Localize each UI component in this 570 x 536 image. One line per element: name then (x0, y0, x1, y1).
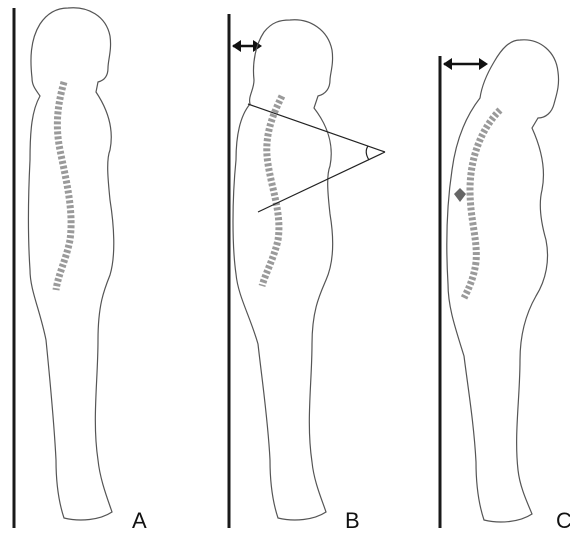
panel-b (229, 14, 385, 528)
spine-a (56, 82, 71, 290)
arrowhead-left-b (232, 40, 241, 52)
spine-c (464, 110, 500, 298)
kyphosis-line-lower-b (258, 152, 385, 212)
panel-label-a: A (132, 510, 147, 532)
arrowhead-right-c (479, 58, 488, 70)
panel-c (440, 40, 559, 528)
panel-label-b: B (345, 510, 360, 532)
body-outline-a (29, 8, 114, 520)
panel-a (14, 8, 114, 528)
body-outline-b (233, 20, 333, 520)
panel-label-c: C (556, 510, 570, 532)
apex-marker-c (454, 188, 466, 202)
spine-b (262, 96, 282, 286)
arrowhead-left-c (443, 58, 452, 70)
body-outline-c (447, 40, 559, 522)
kyphosis-angle-arc-b (366, 146, 369, 160)
